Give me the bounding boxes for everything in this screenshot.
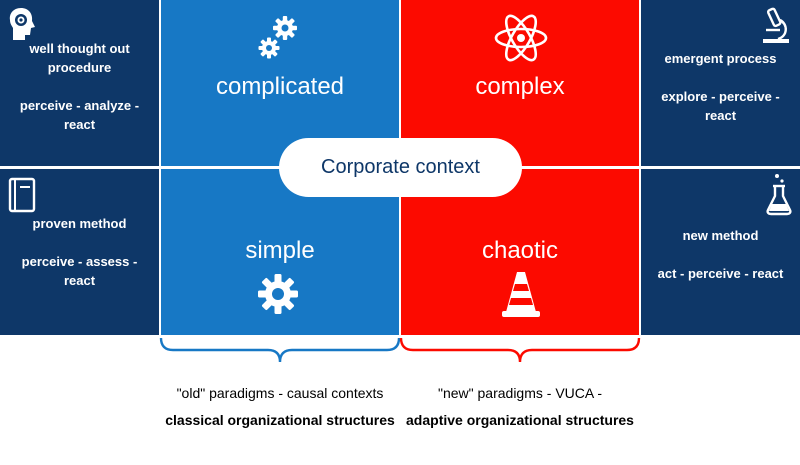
right-brace	[399, 337, 641, 363]
left-caption: "old" paradigms - causal contexts classi…	[160, 380, 400, 434]
traffic-cone-icon	[502, 272, 540, 317]
left-top-text: well thought out procedure perceive - an…	[19, 41, 140, 132]
left-bottom-text: proven method perceive - assess - react	[21, 216, 138, 288]
right-top-panel	[641, 0, 800, 166]
complex-label: complex	[475, 73, 565, 100]
head-gear-icon	[9, 8, 36, 40]
right-caption: "new" paradigms - VUCA - adaptive organi…	[400, 380, 640, 434]
chaotic-label: chaotic	[481, 237, 559, 264]
complicated-label: complicated	[215, 73, 345, 100]
book-icon	[8, 177, 36, 213]
left-bottom-panel	[0, 169, 159, 335]
left-caption-line2: classical organizational structures	[165, 412, 395, 428]
right-top-text: emergent process explore - perceive - re…	[661, 51, 780, 123]
right-caption-line1: "new" paradigms - VUCA -	[438, 385, 602, 401]
microscope-icon	[763, 7, 789, 43]
left-caption-line1: "old" paradigms - causal contexts	[176, 385, 384, 401]
right-bottom-text: new method act - perceive - react	[657, 228, 784, 281]
right-caption-line2: adaptive organizational structures	[406, 412, 634, 428]
atom-icon	[494, 14, 548, 62]
simple-label: simple	[245, 237, 315, 264]
gear-icon	[258, 274, 298, 314]
left-brace	[159, 337, 401, 363]
corporate-context-pill: Corporate context	[279, 138, 522, 197]
flask-icon	[766, 174, 792, 216]
corporate-context-label: Corporate context	[321, 156, 480, 178]
gears-icon	[258, 16, 297, 59]
